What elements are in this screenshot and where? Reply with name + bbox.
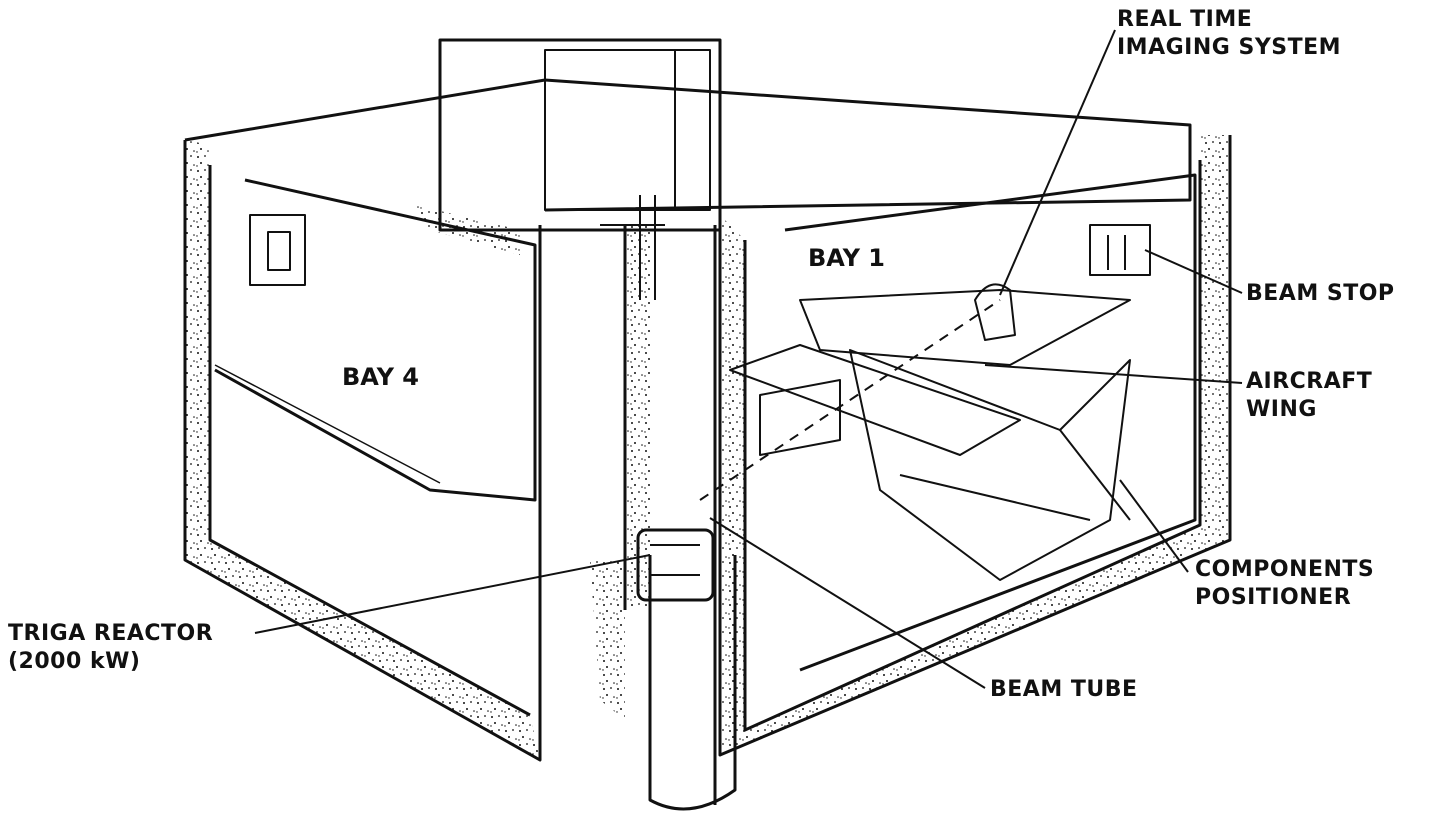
- leader-beam-stop: [1144, 249, 1243, 294]
- aircraft-wing-label: AIRCRAFT WING: [1246, 368, 1372, 424]
- leader-wing: [984, 364, 1243, 384]
- bay1-frame: [784, 173, 1197, 672]
- imaging-system: [974, 283, 1016, 341]
- imaging-system-line1: REAL TIME: [1117, 7, 1253, 32]
- components-positioner-label: COMPONENTS POSITIONER: [1195, 556, 1374, 612]
- bay4-window: [249, 214, 306, 286]
- roof-outline: [184, 78, 1192, 212]
- beam-stop-block: [1089, 224, 1151, 276]
- leader-positioner: [1119, 479, 1189, 573]
- aircraft-wing-line2: WING: [1246, 397, 1317, 422]
- components-positioner-line1: COMPONENTS: [1195, 557, 1375, 582]
- triga-reactor-label: TRIGA REACTOR (2000 kW): [8, 620, 213, 676]
- triga-reactor-line1: TRIGA REACTOR: [8, 621, 214, 646]
- bay1-label: BAY 1: [808, 244, 886, 272]
- leader-beam-tube: [709, 517, 986, 689]
- imaging-system-label: REAL TIME IMAGING SYSTEM: [1117, 6, 1341, 62]
- aircraft-wing-line1: AIRCRAFT: [1246, 369, 1373, 394]
- beam-tube-line: [699, 299, 1001, 501]
- aircraft-wing: [799, 289, 1131, 366]
- beam-stop-label: BEAM STOP: [1246, 281, 1395, 306]
- bay4-label: BAY 4: [342, 363, 420, 391]
- triga-reactor-line2: (2000 kW): [8, 649, 141, 674]
- beam-tube-label: BEAM TUBE: [990, 677, 1138, 702]
- imaging-system-line2: IMAGING SYSTEM: [1117, 35, 1342, 60]
- components-positioner-line2: POSITIONER: [1195, 585, 1352, 610]
- tower: [438, 38, 722, 232]
- leader-imaging: [999, 29, 1116, 296]
- leader-reactor: [254, 554, 651, 634]
